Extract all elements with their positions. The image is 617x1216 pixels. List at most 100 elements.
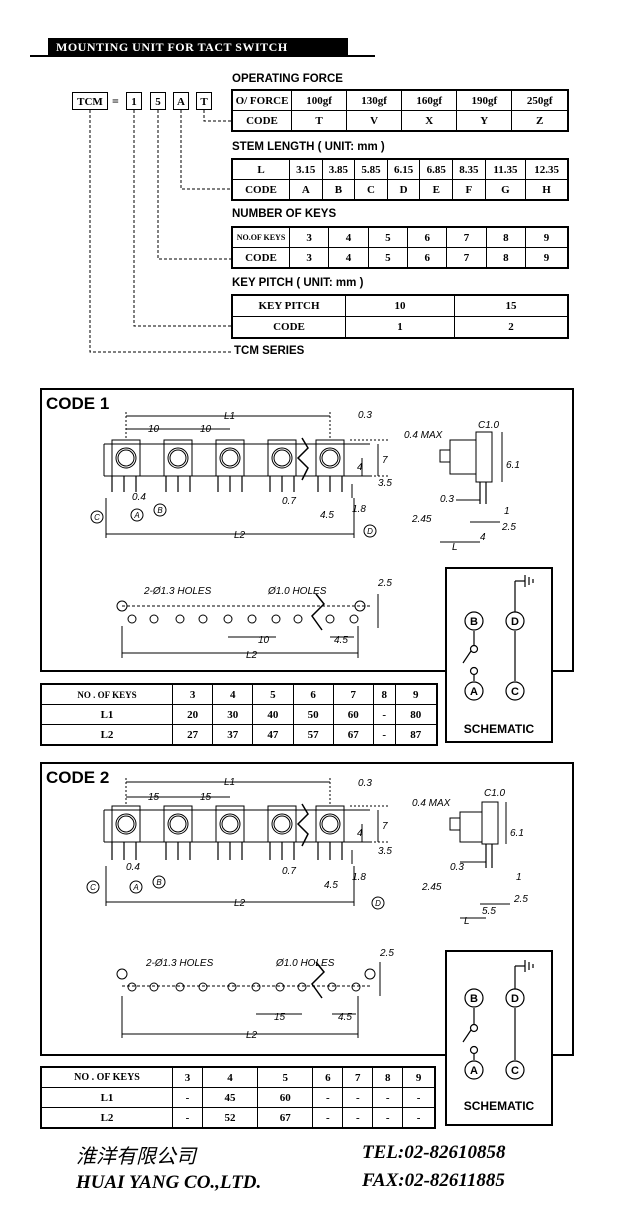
code2-dim-0-4: 0.4 [126, 862, 140, 873]
code2-dim-3-5: 3.5 [378, 846, 392, 857]
code1-schematic-box [445, 567, 553, 743]
table-cell: H [525, 179, 569, 201]
table-cell: L1 [40, 1087, 173, 1108]
table-cell: 8 [372, 683, 396, 705]
code2-holes-1-0: Ø1.0 HOLES [275, 958, 335, 969]
table-cell: 9 [525, 226, 569, 248]
code1-dim-holes-2-5: 2.5 [377, 578, 392, 589]
table-cell: 2 [453, 316, 569, 339]
code1-marker-b-label: B [157, 506, 163, 515]
code1-dim-l1: L1 [224, 411, 235, 422]
code1-marker-b [153, 503, 167, 517]
table-cell: - [372, 724, 396, 746]
code-box-keys: 5 [150, 92, 166, 110]
company-name-chinese: 淮洋有限公司 [76, 1146, 196, 1168]
table-cell: NO.OF KEYS [231, 226, 290, 248]
code2-marker-a [129, 880, 143, 894]
code1-dim-3-5: 3.5 [378, 478, 392, 489]
code2-dim-holes-l2: L2 [246, 1030, 258, 1041]
code1-title: CODE 1 [46, 394, 110, 413]
code2-marker-c-label: C [90, 883, 96, 892]
code1-dim-bottom-gap: 4 [480, 532, 486, 543]
code-prefix-box: TCM [72, 92, 108, 110]
code2-dim-1: 1 [516, 872, 522, 883]
table-cell: L1 [40, 704, 173, 725]
table-cell: 15 [453, 294, 569, 317]
code1-dim-7: 7 [382, 455, 388, 466]
table-cell: 9 [394, 683, 438, 705]
table-cell: V [346, 110, 403, 132]
code-box-force: T [196, 92, 212, 110]
table-cell: 27 [171, 724, 214, 746]
table-cell: - [372, 1087, 404, 1108]
code2-title: CODE 2 [46, 768, 110, 787]
code1-dim-l: L [452, 542, 458, 553]
code1-dim-2-45: 2.45 [411, 514, 432, 525]
table-cell: G [484, 179, 527, 201]
table-cell: - [172, 1107, 203, 1129]
table-cell: 4 [328, 247, 369, 269]
code2-marker-d-label: D [375, 899, 381, 908]
table-cell: 37 [212, 724, 254, 746]
table-cell: - [402, 1087, 436, 1108]
schematic2-node-c: C [511, 1065, 519, 1077]
title-underline [30, 55, 375, 57]
series-label: TCM SERIES [234, 345, 305, 357]
table-cell: 4 [212, 683, 254, 705]
code-box-pitch: 1 [126, 92, 142, 110]
code2-dim-holes-pitch: 15 [274, 1012, 286, 1023]
code2-dim-holes-2-5: 2.5 [379, 948, 394, 959]
table-cell: 100gf [290, 89, 348, 111]
table-cell: D [386, 179, 421, 201]
table-cell: C [354, 179, 388, 201]
code2-dim-pitch-1: 15 [148, 792, 160, 803]
code2-dim-4-5: 4.5 [324, 880, 338, 891]
code2-dim-7: 7 [382, 821, 388, 832]
table-cell: 5.85 [354, 158, 388, 180]
table-cell: 7 [342, 1066, 374, 1088]
table-cell: 250gf [511, 89, 569, 111]
code2-marker-d [371, 896, 385, 910]
code2-dim-2-45: 2.45 [421, 882, 442, 893]
fax-number: FAX:02-82611885 [362, 1170, 505, 1191]
table-cell: 57 [292, 724, 334, 746]
code2-dim-6-1: 6.1 [510, 828, 524, 839]
code1-dim-1: 1 [504, 506, 510, 517]
table-cell: CODE [231, 247, 290, 269]
code1-holes-1-0: Ø1.0 HOLES [267, 586, 327, 597]
code1-holes-1-3: 2-Ø1.3 HOLES [143, 586, 212, 597]
table-cell: 6.15 [386, 158, 421, 180]
code2-marker-c [86, 880, 100, 894]
table-cell: 80 [394, 704, 438, 725]
code2-dim-2-5: 2.5 [513, 894, 528, 905]
code-leader-lines [89, 110, 232, 353]
table-cell: 4 [201, 1066, 259, 1088]
table-cell: 60 [257, 1087, 314, 1108]
code2-holes-1-3: 2-Ø1.3 HOLES [145, 958, 214, 969]
code2-dim-c1-0: C1.0 [484, 788, 506, 799]
table-cell: L2 [40, 724, 173, 746]
table-cell: Y [456, 110, 513, 132]
code-equals: = [112, 94, 119, 108]
code1-dim-holes-4-5: 4.5 [334, 635, 348, 646]
table-cell: 3 [288, 247, 330, 269]
telephone-number: TEL:02-82610858 [362, 1142, 506, 1163]
table-cell: 87 [394, 724, 438, 746]
table-cell: 5 [367, 247, 409, 269]
table-cell: - [372, 704, 396, 725]
key-pitch-title: KEY PITCH ( UNIT: mm ) [232, 277, 364, 289]
code2-dim-l1: L1 [224, 777, 235, 788]
code1-marker-c-label: C [94, 513, 100, 522]
table-cell: 160gf [401, 89, 458, 111]
table-cell: NO . OF KEYS [40, 683, 173, 705]
schematic-node-a: A [470, 686, 478, 698]
code1-dim-holes-l2: L2 [246, 650, 258, 661]
code1-marker-a-label: A [133, 511, 139, 520]
code1-dim-4: 4 [357, 462, 363, 473]
table-cell: - [312, 1107, 344, 1129]
table-cell: 5 [252, 683, 294, 705]
